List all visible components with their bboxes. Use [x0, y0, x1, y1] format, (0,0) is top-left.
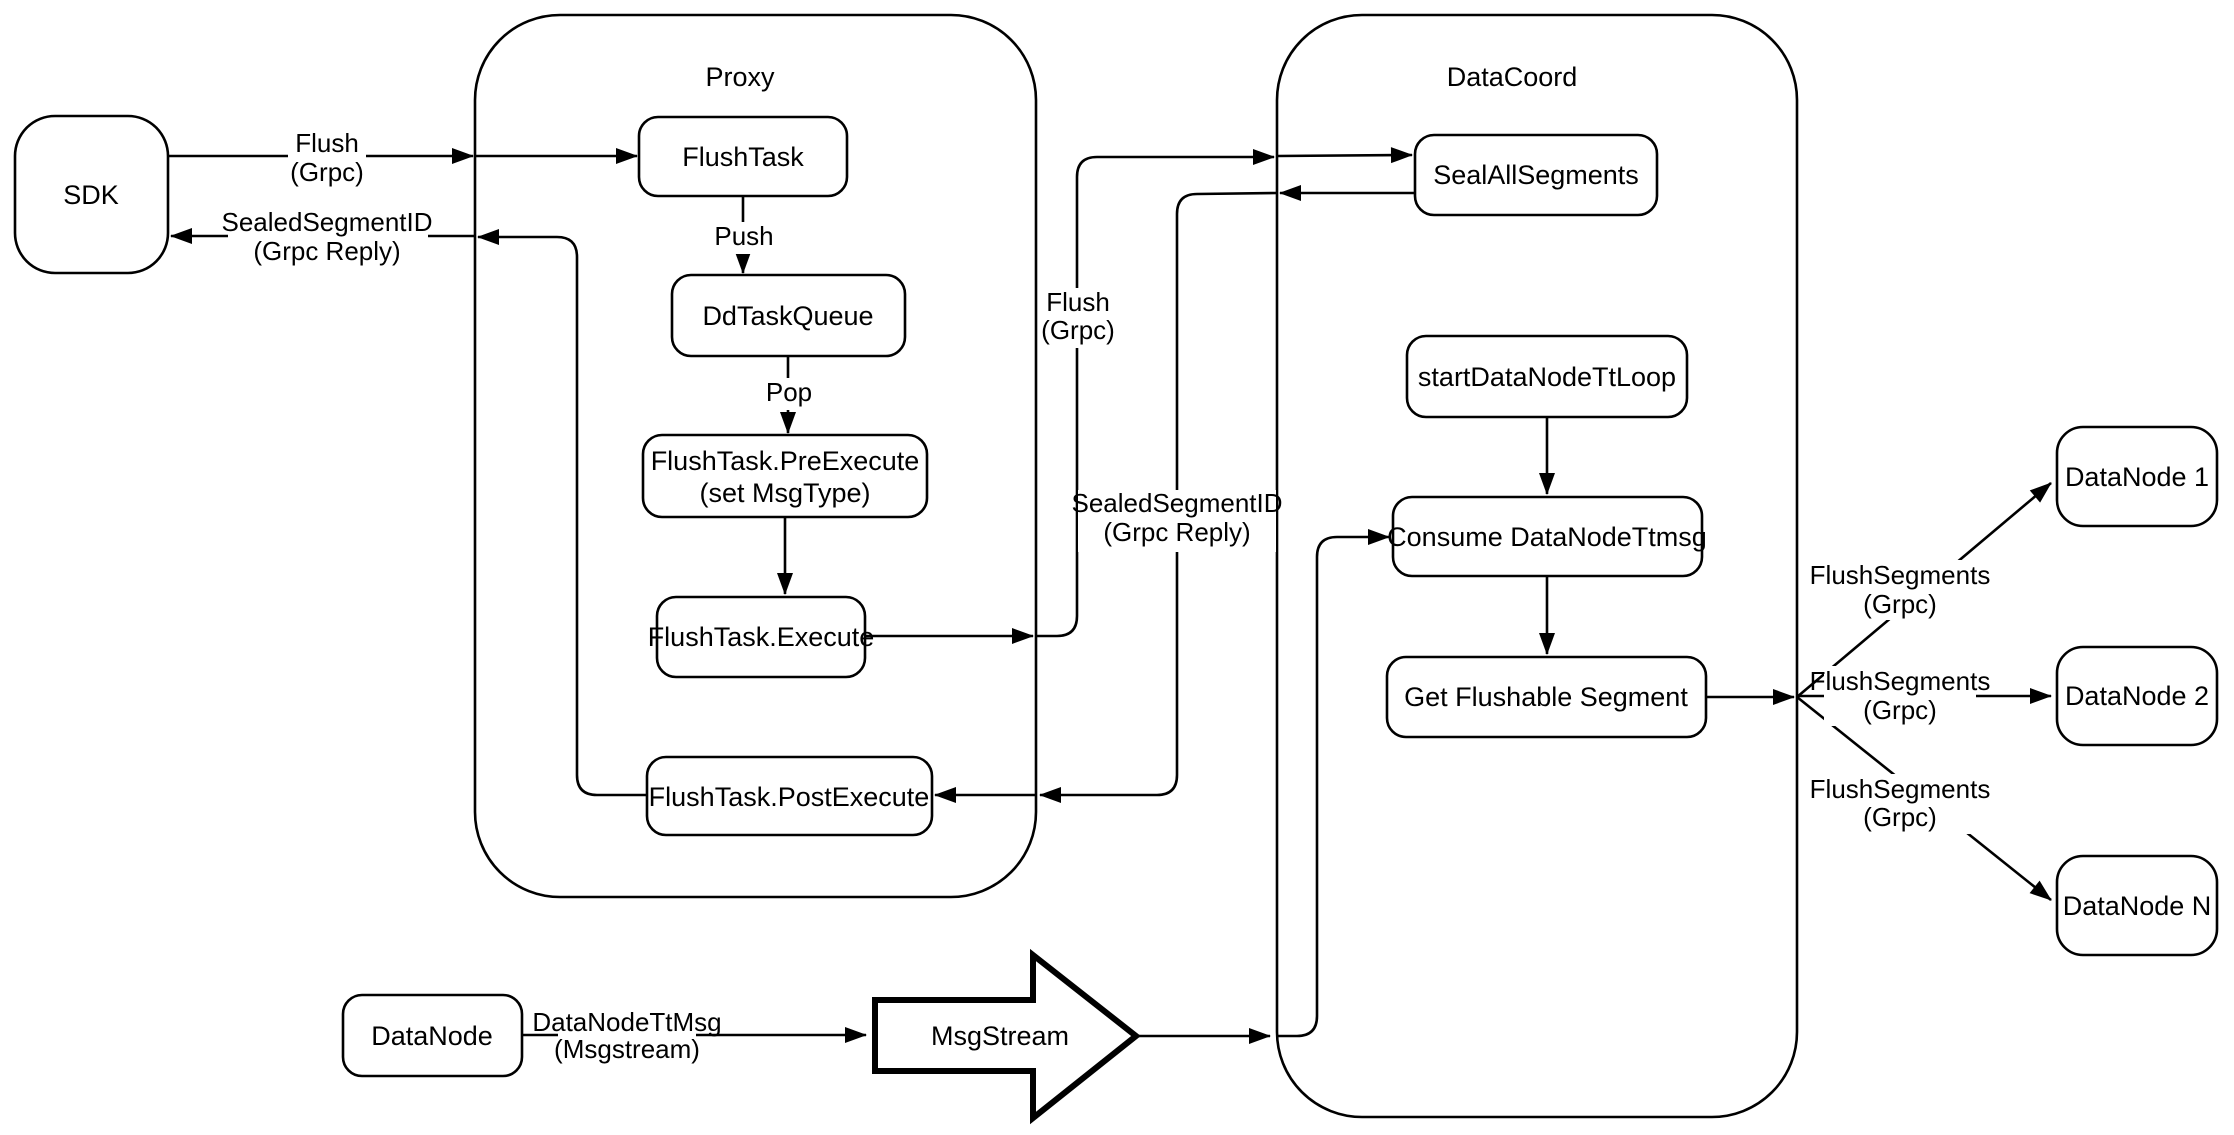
label-bg-ttmsg — [558, 1006, 696, 1064]
node-flushtask — [637, 115, 849, 198]
label-bg-flushsegments-2 — [1824, 666, 1976, 726]
edge-flush-grpc-inner — [1036, 149, 1275, 638]
edge-label-push: Push — [714, 221, 773, 251]
datacoord-title: DataCoord — [1447, 62, 1578, 92]
edge-label-pop: Pop — [766, 377, 812, 407]
node-sdk — [13, 114, 170, 275]
node-preexecute-label-line1: FlushTask.PreExecute — [651, 446, 920, 476]
node-datanode1 — [2055, 425, 2219, 528]
edge-postexecute-return — [477, 229, 647, 797]
label-bg-pop — [758, 378, 820, 410]
node-execute — [655, 595, 867, 679]
edge-label-flush-line2: (Grpc) — [290, 157, 364, 187]
label-bg-push — [712, 222, 776, 254]
label-bg-flush-inner — [1038, 288, 1118, 348]
edge-label-flush-inner-line1: Flush — [1046, 287, 1110, 317]
label-bg-sealed — [228, 208, 428, 270]
label-bg-flushsegments-3 — [1824, 774, 1976, 834]
node-postexecute-label: FlushTask.PostExecute — [649, 782, 930, 812]
node-getflushablesegment-label: Get Flushable Segment — [1404, 682, 1688, 712]
edge-label-flushsegments-3-line1: FlushSegments — [1810, 774, 1991, 804]
node-startdatanodettloop-label: startDataNodeTtLoop — [1418, 362, 1676, 392]
node-getflushablesegment — [1385, 655, 1708, 739]
node-sealallsegments — [1413, 133, 1659, 217]
node-execute-label: FlushTask.Execute — [648, 622, 875, 652]
node-ddtaskqueue — [670, 273, 907, 358]
edge-into-sealallsegments — [1276, 147, 1413, 164]
edge-label-sealed-line1: SealedSegmentID — [221, 207, 432, 237]
node-consumedatanodettmsg-label: Consume DataNodeTtmsg — [1387, 522, 1707, 552]
node-flushtask-label: FlushTask — [682, 142, 804, 172]
label-bg-flushsegments-1 — [1824, 560, 1976, 620]
node-datanode2 — [2055, 645, 2219, 747]
node-datanode-bottom — [341, 993, 524, 1078]
node-startdatanodettloop — [1405, 334, 1689, 419]
edge-label-flushsegments-2-line1: FlushSegments — [1810, 666, 1991, 696]
node-postexecute — [645, 755, 934, 837]
edge-label-ttmsg-line2: (Msgstream) — [554, 1034, 700, 1064]
node-datanode-bottom-label: DataNode — [371, 1021, 493, 1051]
node-datanode1-label: DataNode 1 — [2065, 462, 2209, 492]
edge-label-flushsegments-1-line2: (Grpc) — [1863, 589, 1937, 619]
edge-label-flush-line1: Flush — [295, 128, 359, 158]
edge-label-sealed-line2: (Grpc Reply) — [253, 236, 400, 266]
edge-label-flushsegments-3-line2: (Grpc) — [1863, 802, 1937, 832]
edge-msgstream-to-consume — [1277, 529, 1390, 1038]
node-preexecute-label-line2: (set MsgType) — [699, 478, 870, 508]
node-sdk-label: SDK — [63, 180, 119, 210]
proxy-container — [473, 13, 1038, 899]
edge-label-sealed-inner-line1: SealedSegmentID — [1071, 488, 1282, 518]
node-preexecute — [641, 433, 929, 519]
node-sealallsegments-label: SealAllSegments — [1433, 160, 1639, 190]
label-bg-flush — [288, 130, 366, 190]
node-ddtaskqueue-label: DdTaskQueue — [702, 301, 873, 331]
node-datanode2-label: DataNode 2 — [2065, 681, 2209, 711]
node-msgstream-label: MsgStream — [931, 1021, 1069, 1051]
proxy-title: Proxy — [705, 62, 775, 92]
edge-label-flushsegments-2-line2: (Grpc) — [1863, 695, 1937, 725]
node-datanoden-label: DataNode N — [2063, 891, 2212, 921]
edge-label-flush-inner-line2: (Grpc) — [1041, 315, 1115, 345]
node-consumedatanodettmsg — [1391, 495, 1704, 578]
edge-label-flushsegments-1-line1: FlushSegments — [1810, 560, 1991, 590]
node-msgstream — [872, 948, 1141, 1125]
edge-label-ttmsg-line1: DataNodeTtMsg — [532, 1007, 721, 1037]
node-datanoden — [2055, 854, 2219, 957]
datacoord-container — [1275, 13, 1799, 1119]
label-bg-sealed-inner — [1078, 490, 1276, 552]
edge-label-sealed-inner-line2: (Grpc Reply) — [1103, 517, 1250, 547]
